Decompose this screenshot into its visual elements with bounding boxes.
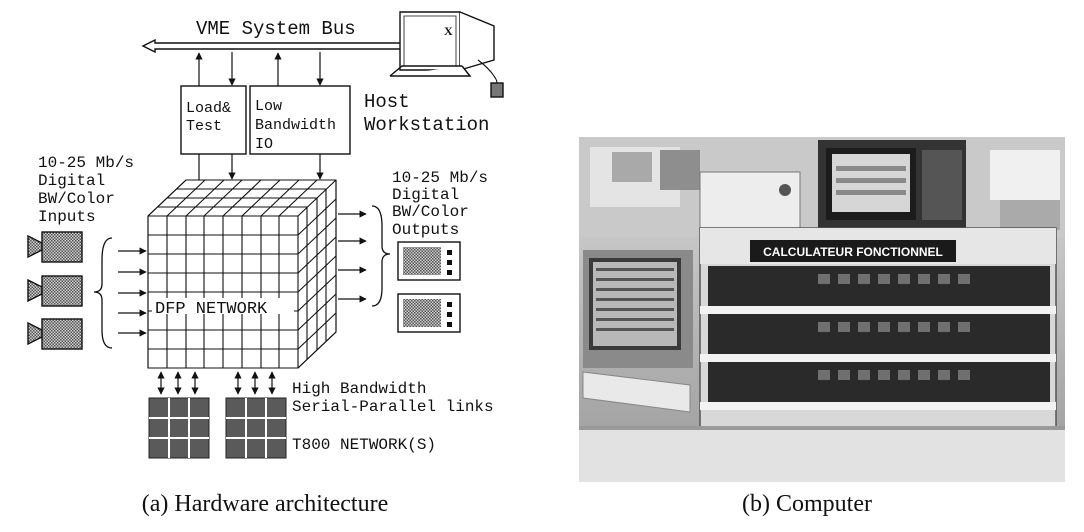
input-cameras <box>27 231 83 350</box>
inputs-brace <box>93 237 113 349</box>
inputs-line1: 10-25 Mb/s <box>38 154 134 172</box>
load-test-line1: Load& <box>186 100 231 117</box>
load-test-box <box>180 85 247 155</box>
camera-icon <box>27 318 83 350</box>
output-arrows <box>338 210 367 303</box>
host-label-line2: Workstation <box>364 114 489 136</box>
inputs-line2: Digital <box>38 172 105 190</box>
low-bw-line1: Low <box>255 98 282 115</box>
links-line1: High Bandwidth <box>292 380 426 398</box>
load-test-line2: Test <box>186 118 222 135</box>
low-bw-line3: IO <box>255 136 273 153</box>
monitor-icon <box>397 241 461 281</box>
monitor-x-label: X <box>444 24 453 38</box>
vme-bus: VME System Bus <box>141 18 421 54</box>
camera-icon <box>27 275 83 307</box>
caption-computer: (b) Computer <box>742 491 872 517</box>
monitor-icon <box>397 293 461 333</box>
cube-top-grid <box>147 179 337 217</box>
workstation-monitor <box>583 250 693 368</box>
bus-box-arrows <box>195 52 324 180</box>
low-bw-line2: Bandwidth <box>255 117 336 134</box>
cube-side-grid <box>297 180 337 369</box>
bus-label: VME System Bus <box>196 18 356 40</box>
output-monitors <box>397 241 461 333</box>
rack-cabinet: CALCULATEUR FONCTIONNEL <box>699 227 1057 429</box>
t800-label: T800 NETWORK(S) <box>292 436 436 454</box>
caption-hardware-architecture: (a) Hardware architecture <box>142 491 389 517</box>
outputs-line2: Digital <box>392 186 459 204</box>
links-line2: Serial-Parallel links <box>292 398 494 416</box>
low-bandwidth-io-box <box>249 85 351 155</box>
outputs-brace <box>371 205 391 307</box>
computer-photo: CALCULATEUR FONCTIONNEL <box>579 137 1065 482</box>
host-workstation-icon: X <box>389 11 504 98</box>
outputs-line1: 10-25 Mb/s <box>392 169 488 187</box>
outputs-line3: BW/Color <box>392 203 469 221</box>
outputs-line4: Outputs <box>392 221 459 239</box>
input-arrows <box>118 247 147 337</box>
inputs-line4: Inputs <box>38 208 96 226</box>
dfp-network-label: DFP NETWORK <box>155 300 268 319</box>
camera-icon <box>27 231 83 263</box>
panel-sign-text: CALCULATEUR FONCTIONNEL <box>763 245 943 259</box>
host-label-line1: Host <box>364 91 410 113</box>
rack-chips <box>818 274 970 380</box>
t800-network-right <box>225 397 287 459</box>
top-monitor <box>818 140 966 232</box>
hardware-architecture-diagram: VME System Bus X Host Workstation Load& … <box>27 11 504 459</box>
dfp-network-cube: DFP NETWORK <box>147 179 337 369</box>
inputs-line3: BW/Color <box>38 190 115 208</box>
t800-network-left <box>148 397 210 459</box>
serial-parallel-links <box>157 371 276 395</box>
